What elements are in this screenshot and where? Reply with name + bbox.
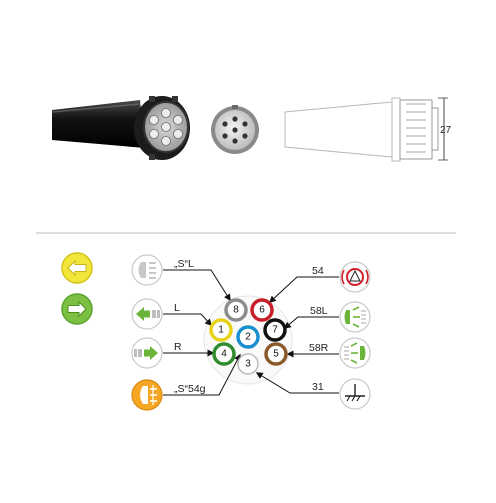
svg-text:7: 7 — [272, 325, 278, 336]
svg-text:8: 8 — [233, 305, 239, 316]
pin-6: 6 — [250, 298, 274, 322]
pin-5: 5 — [264, 342, 288, 366]
left-position-light-icon — [339, 301, 371, 333]
svg-text:4: 4 — [221, 349, 227, 360]
left-indicator-icon — [131, 298, 163, 330]
brake-warning-icon — [339, 261, 371, 293]
right-position-light-icon — [339, 337, 371, 369]
pin-4: 4 — [212, 342, 236, 366]
pin-1: 1 — [209, 318, 233, 342]
svg-text:5: 5 — [273, 349, 279, 360]
wire-label-8: „S“L — [174, 258, 194, 270]
cable-image — [51, 100, 145, 148]
product-photo: 27 — [51, 96, 452, 162]
rear-fog-light-icon — [131, 379, 163, 411]
pin-3: 3 — [237, 353, 259, 375]
wire-line-6 — [268, 276, 339, 303]
socket-front-image — [211, 105, 259, 154]
previous-button[interactable] — [61, 252, 93, 284]
wire-label-6: 54 — [312, 265, 324, 277]
wire-label-1: L — [174, 302, 180, 314]
wire-label-5: 58R — [309, 342, 329, 354]
wire-line-8 — [163, 269, 231, 302]
svg-text:6: 6 — [259, 305, 265, 316]
pin-2: 2 — [236, 325, 260, 349]
wire-line-3 — [255, 372, 339, 394]
next-button[interactable] — [61, 293, 93, 325]
plug-connector-image — [134, 96, 190, 160]
arrow-right-icon — [67, 300, 87, 318]
pin-diagram: „S“L 54 L 58L R 58R „S“54g 31 8 6 1 2 7 — [163, 258, 339, 396]
svg-text:2: 2 — [245, 332, 251, 343]
wire-label-fog: „S“54g — [174, 383, 206, 395]
reverse-light-icon — [131, 254, 163, 286]
dimension-label: 27 — [440, 125, 452, 136]
right-indicator-icon — [131, 337, 163, 369]
wire-label-4: R — [174, 341, 182, 353]
wire-label-3: 31 — [312, 381, 324, 393]
wire-line-7 — [283, 316, 339, 329]
pin-8: 8 — [224, 298, 248, 322]
wire-line-fog — [163, 353, 241, 396]
arrow-left-icon — [67, 259, 87, 277]
connector-profile-drawing — [284, 97, 448, 162]
svg-text:1: 1 — [218, 325, 224, 336]
wire-label-7: 58L — [310, 305, 328, 317]
pin-7: 7 — [263, 318, 287, 342]
wire-line-1 — [163, 313, 212, 327]
ground-icon — [339, 378, 371, 410]
svg-text:3: 3 — [245, 359, 251, 370]
